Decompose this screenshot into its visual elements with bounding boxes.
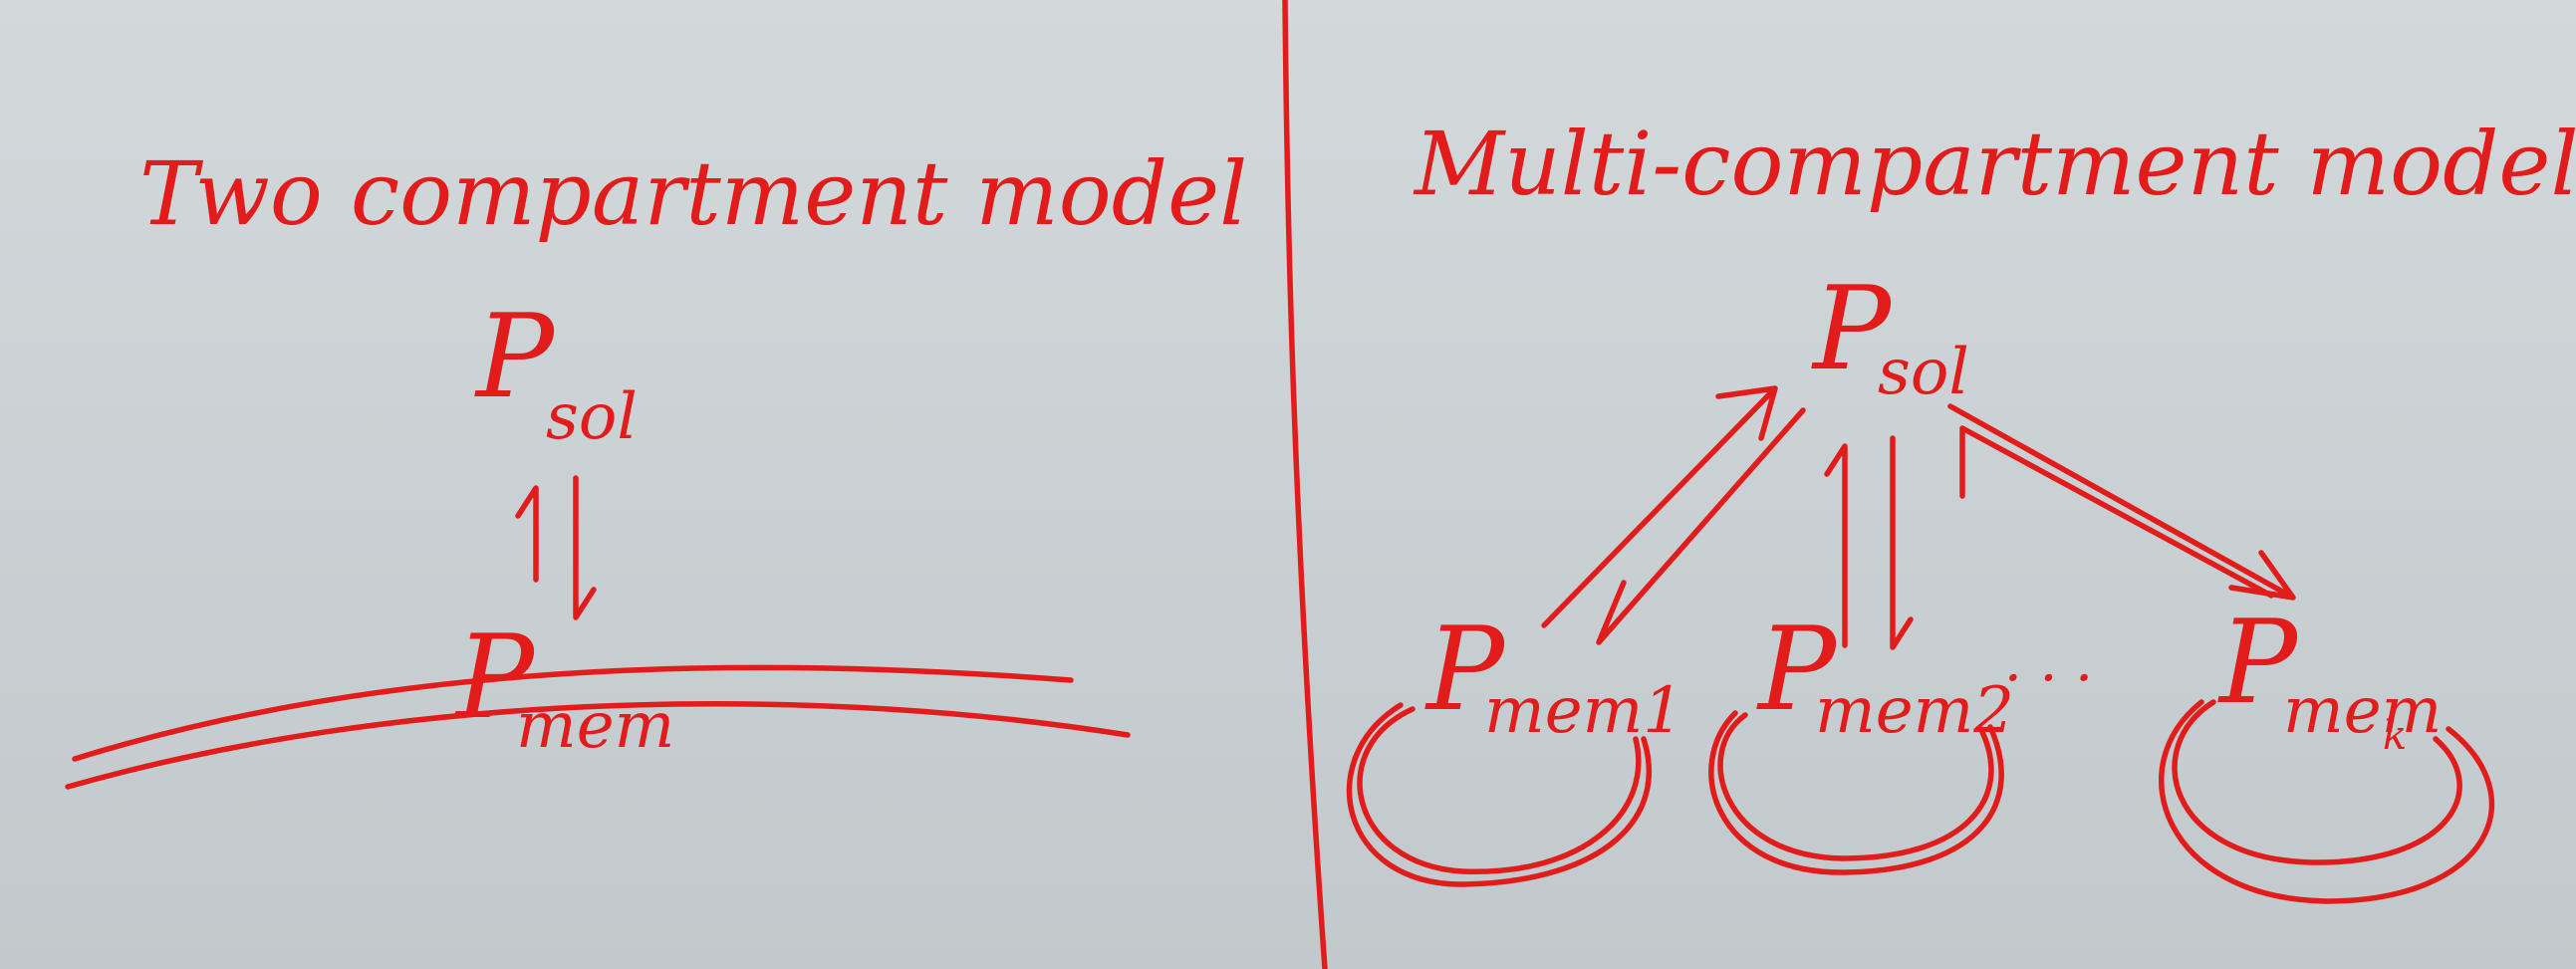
- right-soluble-symbol: P: [1811, 262, 1893, 396]
- left-soluble-subscript: sol: [546, 380, 638, 454]
- membrane-2-node: P mem2: [1708, 603, 2014, 875]
- membrane-1-subscript: mem1: [1484, 674, 1683, 748]
- membrane-2-loop-outer: [1708, 710, 2004, 875]
- membrane-k-symbol: P: [2217, 596, 2299, 730]
- sol-to-mem1-arrow: [1596, 407, 1806, 645]
- sol-to-memk-arrow: [1947, 403, 2296, 601]
- mem2-to-sol-arrow: [1824, 443, 1848, 648]
- right-panel-title: Multi-compartment model: [1413, 113, 2576, 215]
- membrane-2-symbol: P: [1756, 603, 1838, 737]
- left-soluble-node: P sol: [474, 290, 638, 454]
- sol-to-mem2-arrow: [1890, 435, 1914, 650]
- membrane-line-lower: [65, 701, 1131, 790]
- membrane-1-symbol: P: [1424, 603, 1506, 737]
- left-exchange-arrows: [515, 475, 597, 620]
- right-arrows-mem1: [1541, 385, 1806, 645]
- membrane-k-subscript: mem: [2283, 674, 2442, 748]
- mem1-to-sol-arrow: [1541, 385, 1778, 628]
- membrane-2-loop-inner: [1717, 712, 1994, 861]
- right-soluble-subscript: sol: [1878, 336, 1969, 409]
- left-membrane-subscript: mem: [516, 689, 674, 763]
- left-membrane-node: P mem: [454, 610, 674, 763]
- right-arrows-mem2: [1824, 435, 1914, 650]
- right-arrows-memk: [1947, 403, 2296, 601]
- panel-divider: [1282, 0, 1328, 969]
- membrane-1-loop-outer: [1346, 702, 1652, 887]
- membrane-k-node: P mem k: [2158, 596, 2495, 904]
- left-panel-title: Two compartment model: [139, 142, 1247, 245]
- membrane-k-loop-inner: [2172, 699, 2462, 865]
- membrane-k-index: k: [2383, 713, 2407, 759]
- memk-to-sol-arrow: [1959, 425, 2274, 599]
- left-down-arrow: [573, 475, 597, 620]
- left-membrane: [65, 664, 1131, 790]
- membrane-1-loop-inner: [1357, 706, 1642, 874]
- membrane-ellipsis: · · ·: [2004, 646, 2093, 711]
- membrane-line-upper: [72, 664, 1074, 762]
- membrane-k-loop-outer: [2158, 699, 2495, 904]
- left-membrane-symbol: P: [454, 610, 536, 745]
- membrane-1-node: P mem1: [1346, 603, 1683, 887]
- right-soluble-node: P sol: [1811, 262, 1969, 409]
- left-soluble-symbol: P: [474, 290, 556, 424]
- left-up-arrow: [515, 485, 539, 583]
